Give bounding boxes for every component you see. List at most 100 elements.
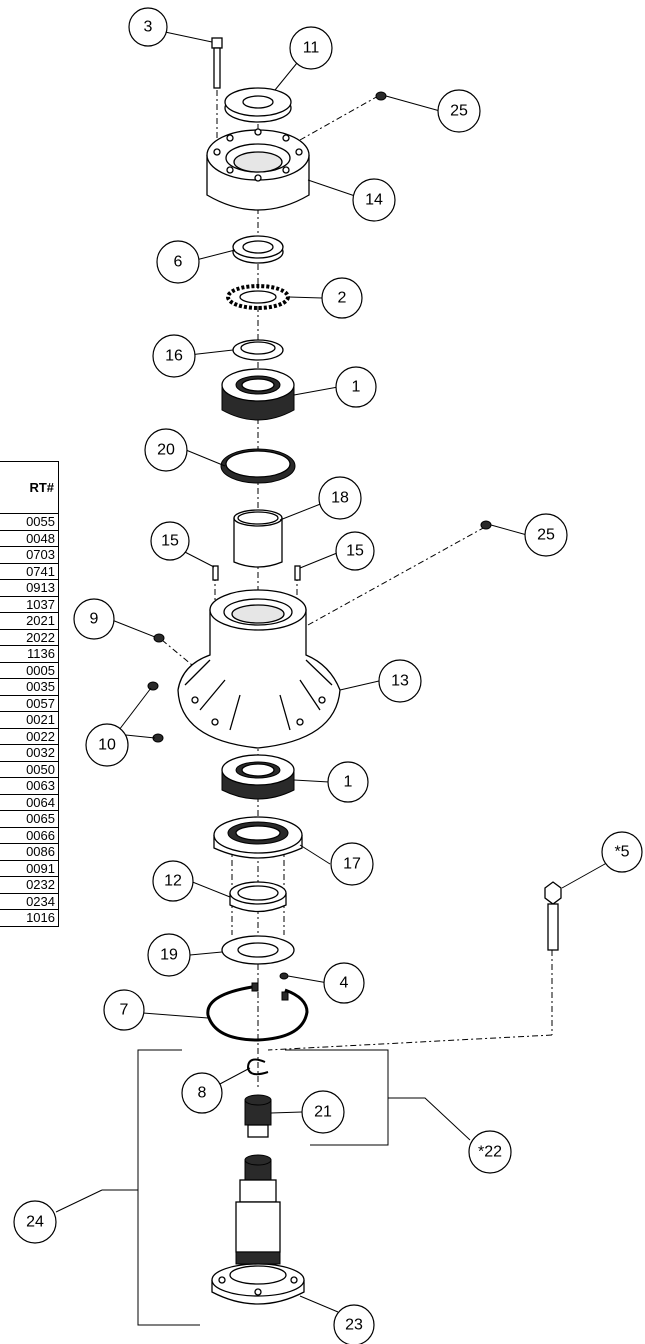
- parts-table-row: 0741: [0, 562, 59, 580]
- callout-label: 16: [165, 348, 183, 365]
- callout-7: 7: [103, 989, 145, 1031]
- callout-label: 6: [174, 254, 183, 271]
- parts-table-row: 0065: [0, 810, 59, 828]
- parts-table-row: 0032: [0, 744, 59, 762]
- callout-circle: [352, 178, 396, 222]
- callout-23: 23: [333, 1304, 375, 1344]
- part-clip-8: [246, 1058, 269, 1076]
- grease-fitting-axis-mid: [307, 526, 486, 626]
- part-seal-ring-20: [220, 448, 296, 484]
- parts-table-row: 0063: [0, 777, 59, 795]
- part-number-cell: 1037: [0, 595, 59, 613]
- callout-circle: [335, 531, 375, 571]
- callout-label: 10: [98, 737, 116, 754]
- parts-table-row: 2022: [0, 628, 59, 646]
- part-spacer-16: [232, 339, 284, 361]
- callout-circle: [330, 842, 374, 886]
- callout-11: 11: [289, 26, 333, 70]
- callout-circle: [318, 476, 362, 520]
- callout-label: 15: [161, 533, 179, 550]
- callout-16: 16: [152, 334, 196, 378]
- callout-label: 15: [346, 543, 364, 560]
- part-number-cell: 0048: [0, 529, 59, 547]
- callout-label: 23: [345, 1317, 363, 1334]
- part-grease-fitting-25-top: [375, 91, 387, 101]
- callout-label: 18: [331, 490, 349, 507]
- callout-25a: 25: [437, 89, 481, 133]
- grease-fitting-axis-top: [299, 94, 381, 141]
- part-housing-14: [206, 128, 310, 211]
- part-race-12: [229, 881, 287, 913]
- callout-label: *22: [478, 1144, 502, 1161]
- callout-circle: [468, 1130, 512, 1174]
- callout-circle: [327, 761, 369, 803]
- callout-circle: [601, 831, 643, 873]
- callout-19: 19: [147, 933, 191, 977]
- parts-table-header: RT#: [0, 461, 59, 514]
- callout-label: 21: [314, 1104, 332, 1121]
- part-number-cell: 0741: [0, 562, 59, 580]
- callout-circle: [321, 277, 363, 319]
- callout-circle: [150, 521, 190, 561]
- callout-8: 8: [181, 1072, 223, 1114]
- bracket-24-leader-b: [55, 1189, 103, 1213]
- parts-table-row: 1016: [0, 909, 59, 927]
- callout-label: 17: [343, 856, 361, 873]
- parts-table-row: 1037: [0, 595, 59, 613]
- callout-circle: [85, 723, 129, 767]
- callout-circle: [156, 240, 200, 284]
- callout-label: 9: [90, 611, 99, 628]
- parts-table-row: 0035: [0, 678, 59, 696]
- part-snap-ring-7: [206, 982, 309, 1042]
- part-nut-21: [244, 1094, 272, 1138]
- part-number-cell: 0021: [0, 711, 59, 729]
- callout-20: 20: [144, 428, 188, 472]
- callout-label: 2: [338, 290, 347, 307]
- callout-circle: [524, 513, 568, 557]
- callout-2: 2: [321, 277, 363, 319]
- callout-18: 18: [318, 476, 362, 520]
- parts-table-row: 0057: [0, 694, 59, 712]
- part-bolt-5: [544, 881, 562, 951]
- part-number-cell: 0005: [0, 661, 59, 679]
- callout-circle: [152, 334, 196, 378]
- callout-3: 3: [128, 7, 168, 47]
- parts-table-row: 0703: [0, 546, 59, 564]
- part-fittings-10: [147, 681, 164, 743]
- callout-label: 19: [160, 947, 178, 964]
- part-number-cell: 1016: [0, 909, 59, 927]
- callout-label: *5: [614, 844, 629, 861]
- callout-circle: [13, 1200, 57, 1244]
- callout-circle: [301, 1090, 345, 1134]
- part-number-cell: 0232: [0, 876, 59, 894]
- part-number-cell: 0032: [0, 744, 59, 762]
- callout-label: 3: [144, 19, 153, 36]
- callout-circle: [335, 366, 377, 408]
- callout-17: 17: [330, 842, 374, 886]
- part-locknut-6: [232, 235, 284, 264]
- callout-4: 4: [323, 962, 365, 1004]
- callout-9: 9: [73, 598, 115, 640]
- callout-22: *22: [468, 1130, 512, 1174]
- callout-label: 20: [157, 442, 175, 459]
- part-number-cell: 2022: [0, 628, 59, 646]
- callout-circle: [323, 962, 365, 1004]
- callout-label: 7: [120, 1002, 129, 1019]
- callout-label: 25: [537, 527, 555, 544]
- callout-label: 11: [303, 40, 320, 57]
- part-cup-17: [213, 816, 303, 859]
- callout-circle: [437, 89, 481, 133]
- callout-circle: [378, 659, 422, 703]
- parts-table-row: 0064: [0, 793, 59, 811]
- parts-table-row: 0022: [0, 727, 59, 745]
- callout-circle: [128, 7, 168, 47]
- callout-label: 25: [450, 103, 468, 120]
- part-number-cell: 0065: [0, 810, 59, 828]
- part-number-cell: 0086: [0, 843, 59, 861]
- callout-label: 1: [352, 379, 361, 396]
- parts-table-row: 0048: [0, 529, 59, 547]
- parts-table-row: 0913: [0, 579, 59, 597]
- callout-circle: [147, 933, 191, 977]
- part-number-cell: 0035: [0, 678, 59, 696]
